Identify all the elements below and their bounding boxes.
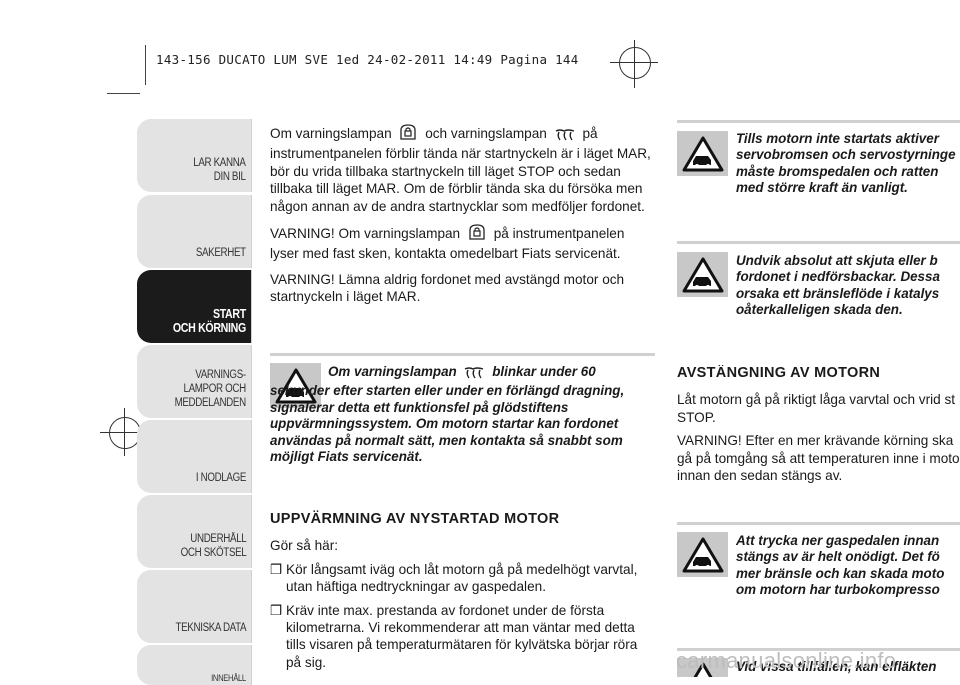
section-uppvarmning: UPPVÄRMNING AV NYSTARTAD MOTOR Gör så hä… — [270, 511, 655, 677]
paragraph: VARNING! Efter en mer krävande körning s… — [677, 433, 960, 484]
checkbox-bullet-icon: ❒ — [270, 561, 283, 577]
tab-lar-kanna[interactable]: LÄR KÄNNA DIN BIL — [137, 119, 252, 192]
tab-label: I NÖDLÄGE — [195, 472, 247, 484]
immobilizer-lamp-icon — [398, 123, 418, 145]
divider — [270, 353, 655, 356]
divider — [677, 522, 960, 525]
warning-text: Undvik absolut att skjuta eller b fordon… — [736, 253, 940, 318]
warning-text: Tills motorn inte startats aktiver servo… — [736, 131, 956, 196]
section-title: AVSTÄNGNING AV MOTORN — [677, 365, 881, 381]
divider — [677, 648, 960, 651]
tab-underhall[interactable]: UNDERHÅLL OCH SKÖTSEL — [137, 495, 252, 568]
list-item: ❒ Kör långsamt iväg och låt motorn gå på… — [270, 561, 638, 595]
paragraph: VARNING! Om varningslampan på instrument… — [270, 223, 655, 263]
tab-varningslampor[interactable]: VARNINGS- LAMPOR OCH MEDDELANDEN — [137, 345, 252, 418]
tab-tekniska-data[interactable]: TEKNISKA DATA — [137, 570, 252, 643]
paragraph: VARNING! Lämna aldrig fordonet med avstä… — [270, 271, 625, 305]
warning-text: Om varningslampan blinkar under 60 sekun… — [270, 364, 625, 465]
crop-mark — [107, 93, 140, 94]
checkbox-bullet-icon: ❒ — [270, 602, 283, 618]
crop-mark — [145, 45, 146, 85]
registration-mark — [634, 40, 635, 88]
tab-start-och-korning[interactable]: START OCH KÖRNING — [137, 270, 252, 343]
warning-text: Vid vissa tillfällen, kan elfläkten — [736, 659, 937, 674]
registration-mark — [619, 47, 651, 79]
tab-i-nodlage[interactable]: I NÖDLÄGE — [137, 420, 252, 493]
print-header: 143-156 DUCATO LUM SVE 1ed 24-02-2011 14… — [156, 52, 579, 67]
warning-icon — [270, 363, 321, 408]
section-avstangning: AVSTÄNGNING AV MOTORN Låt motorn gå på r… — [677, 365, 960, 490]
watermark: carmanualsonline.info — [676, 648, 897, 673]
registration-mark — [124, 408, 125, 456]
paragraph: Låt motorn gå på riktigt låga varvtal oc… — [677, 392, 956, 425]
section-title: UPPVÄRMNING AV NYSTARTAD MOTOR — [270, 511, 560, 527]
glow-plug-icon — [554, 128, 576, 145]
tab-innehall[interactable]: INNEHÅLL — [137, 645, 252, 685]
tab-label: INNEHÅLL — [211, 673, 246, 683]
list-item: ❒ Kräv inte max. prestanda av fordonet u… — [270, 602, 638, 670]
divider — [677, 120, 960, 123]
tab-sakerhet[interactable]: SÄKERHET — [137, 195, 252, 268]
tab-label: TEKNISKA DATA — [175, 622, 246, 634]
tab-label: UNDERHÅLL OCH SKÖTSEL — [180, 533, 246, 559]
warning-icon — [677, 252, 728, 297]
warning-icon — [677, 131, 728, 176]
tab-label: START OCH KÖRNING — [172, 307, 246, 335]
paragraph: Om varningslampan och varningslampan på … — [270, 123, 655, 215]
tab-label: LÄR KÄNNA DIN BIL — [193, 157, 247, 183]
divider — [677, 241, 960, 244]
warning-icon — [677, 658, 728, 677]
section-intro: Gör så här: — [270, 538, 338, 554]
glow-plug-icon — [463, 367, 485, 383]
immobilizer-lamp-icon — [467, 223, 487, 245]
tab-label: SÄKERHET — [196, 247, 246, 259]
warning-text: Att trycka ner gaspedalen innan stängs a… — [736, 533, 945, 598]
main-text-column: Om varningslampan och varningslampan på … — [270, 123, 655, 314]
warning-icon — [677, 532, 728, 577]
tab-label: VARNINGS- LAMPOR OCH MEDDELANDEN — [174, 369, 247, 409]
